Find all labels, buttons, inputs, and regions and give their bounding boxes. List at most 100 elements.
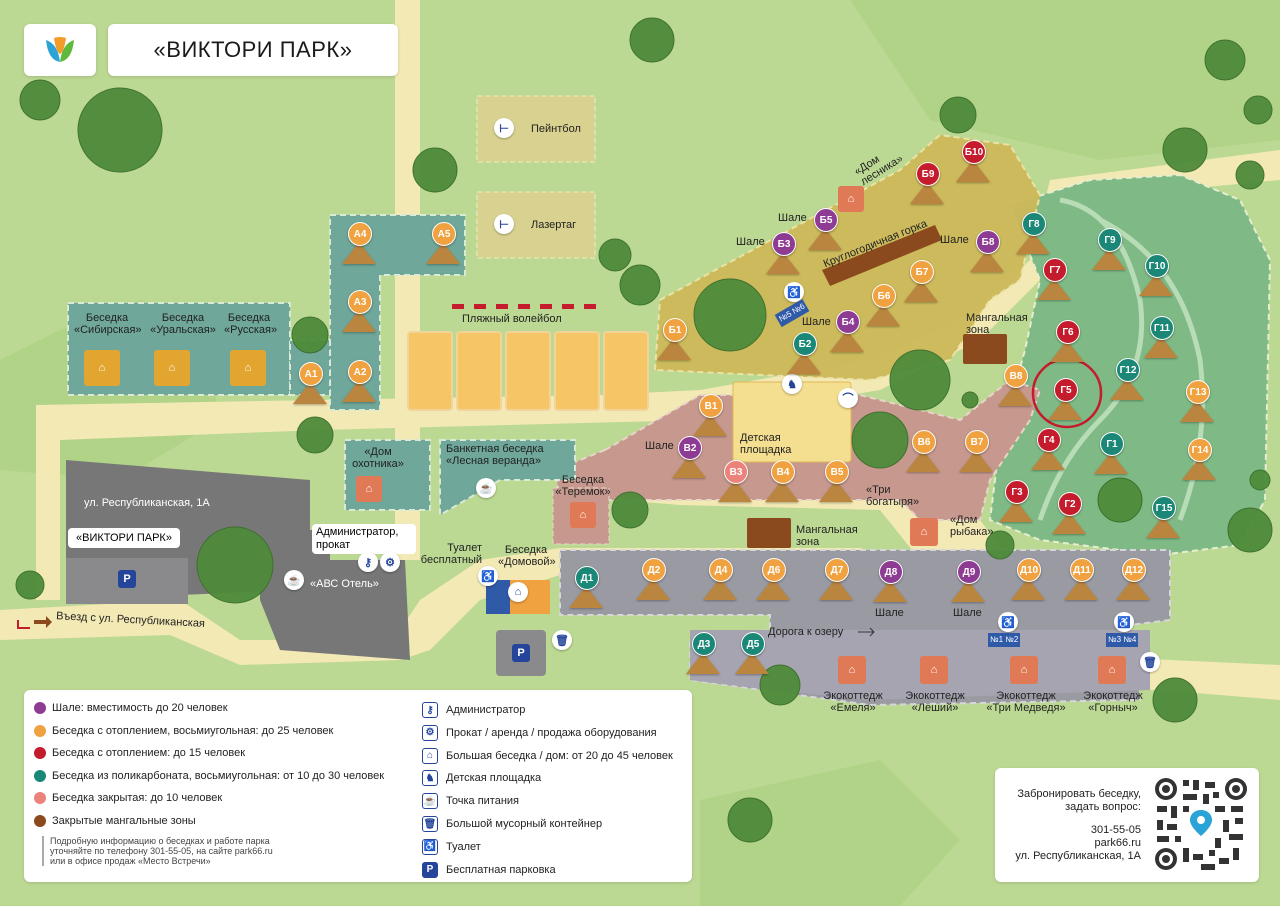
legend-item-label: Большой мусорный контейнер [446,818,603,830]
gazebo-marker-g7[interactable]: Г7 [1043,258,1067,282]
gazebo-marker-b3[interactable]: Б3 [772,232,796,256]
gazebo-marker-b8[interactable]: Б8 [976,230,1000,254]
gazebo-marker-b9[interactable]: Б9 [916,162,940,186]
gazebo-marker-g15[interactable]: Г15 [1152,496,1176,520]
gazebo-marker-b5[interactable]: Б5 [814,208,838,232]
gazebo-marker-g6[interactable]: Г6 [1056,320,1080,344]
gazebo-roof-g5 [1048,398,1082,420]
gazebo-roof-b6 [866,304,900,326]
gazebo-marker-g9[interactable]: Г9 [1098,228,1122,252]
gazebo-marker-v5[interactable]: В5 [825,460,849,484]
label-paintball: Пейнтбол [531,123,581,135]
legend-note-line-3: или в офисе продаж «Место Встречи» [50,856,211,866]
gazebo-marker-v6[interactable]: В6 [912,430,936,454]
gazebo-roof-g3 [999,500,1033,522]
park-logo [24,24,96,76]
gazebo-marker-d4[interactable]: Д4 [709,558,733,582]
contact-site[interactable]: park66.ru [1094,837,1141,849]
gazebo-roof-d4 [703,578,737,600]
legend-dot [34,724,46,737]
key-icon[interactable]: ⚷ [358,552,378,572]
gazebo-roof-g15 [1146,516,1180,538]
gazebo-marker-v3[interactable]: В3 [724,460,748,484]
gazebo-roof-b4 [830,330,864,352]
legend-item: ⚷Администратор [422,702,525,718]
gazebo-marker-d6[interactable]: Д6 [762,558,786,582]
gazebo-marker-v4[interactable]: В4 [771,460,795,484]
gazebo-marker-v8[interactable]: В8 [1004,364,1028,388]
parking-icon[interactable]: P [118,570,136,588]
gazebo-marker-v2[interactable]: В2 [678,436,702,460]
gazebo-roof-b7 [904,280,938,302]
legend-item-label: Беседка из поликарбоната, восьмиугольная… [52,769,385,782]
rocking-horse-icon: ♞ [422,770,438,787]
gazebo-marker-b10[interactable]: Б10 [962,140,986,164]
hotel-cup-icon: ☕ [284,570,304,590]
gazebo-marker-v1[interactable]: В1 [699,394,723,418]
gazebo-marker-d5[interactable]: Д5 [741,632,765,656]
label-admin: Администратор, прокат [312,524,416,554]
gazebo-marker-g12[interactable]: Г12 [1116,358,1140,382]
gazebo-marker-d3[interactable]: Д3 [692,632,716,656]
gazebo-marker-d11[interactable]: Д11 [1070,558,1094,582]
house-teremok-icon: ⌂ [570,502,596,528]
bike-icon[interactable]: ⚙ [380,552,400,572]
qr-code-icon[interactable] [1153,776,1249,872]
gazebo-marker-a3[interactable]: А3 [348,290,372,314]
contact-panel: Забронировать беседку, задать вопрос: 30… [995,768,1259,882]
gazebo-marker-g14[interactable]: Г14 [1188,438,1212,462]
label-sibirskaya: Беседка «Сибирская» [74,312,142,336]
label-mangal-1: Мангальная зона [966,312,1028,336]
gazebo-marker-g13[interactable]: Г13 [1186,380,1210,404]
legend-dot [34,792,46,804]
gazebo-marker-g10[interactable]: Г10 [1145,254,1169,278]
gazebo-marker-a4[interactable]: А4 [348,222,372,246]
gazebo-marker-g11[interactable]: Г11 [1150,316,1174,340]
gazebo-marker-d1[interactable]: Д1 [575,566,599,590]
gazebo-roof-v5 [819,480,853,502]
legend-item-label: Детская площадка [446,772,542,785]
gazebo-marker-d8[interactable]: Д8 [879,560,903,584]
gazebo-marker-d10[interactable]: Д10 [1017,558,1041,582]
legend-dot [34,769,46,782]
bike-icon: ⚙ [422,724,438,741]
gazebo-roof-d2 [636,578,670,600]
legend-item-label: Закрытые мангальные зоны [52,814,196,827]
gazebo-marker-b4[interactable]: Б4 [836,310,860,334]
gazebo-roof-g9 [1092,248,1126,270]
legend-item: Беседка из поликарбоната, восьмиугольная… [34,769,385,782]
gazebo-marker-d12[interactable]: Д12 [1122,558,1146,582]
gazebo-roof-a4 [342,242,376,264]
gazebo-marker-d7[interactable]: Д7 [825,558,849,582]
shale-label-d8: Шале [875,607,904,619]
gazebo-marker-v7[interactable]: В7 [965,430,989,454]
legend-dot [34,814,46,827]
house-domovoy-icon: ⌂ [508,582,528,602]
gazebo-marker-g5[interactable]: Г5 [1054,378,1078,402]
gazebo-marker-g3[interactable]: Г3 [1005,480,1029,504]
gazebo-roof-d11 [1064,578,1098,600]
gazebo-marker-a2[interactable]: А2 [348,360,372,384]
gazebo-marker-a1[interactable]: А1 [299,362,323,386]
gazebo-marker-g8[interactable]: Г8 [1022,212,1046,236]
label-russkaya: Беседка «Русская» [224,312,278,336]
gazebo-marker-d9[interactable]: Д9 [957,560,981,584]
legend-item-label: Туалет [446,840,481,853]
contact-phone[interactable]: 301-55-05 [1090,824,1141,836]
gazebo-marker-g2[interactable]: Г2 [1058,492,1082,516]
gazebo-marker-g1[interactable]: Г1 [1100,432,1124,456]
gazebo-marker-b1[interactable]: Б1 [663,318,687,342]
gazebo-marker-g4[interactable]: Г4 [1037,428,1061,452]
legend-item-label: Прокат / аренда / продажа оборудования [446,726,657,739]
gazebo-marker-b6[interactable]: Б6 [872,284,896,308]
parking-icon-2[interactable]: P [512,644,530,662]
gazebo-roof-d9 [951,580,985,602]
label-tri-bogatyrya: «Три богатыря» [866,484,920,508]
laser-icon: ⊢ [494,214,514,234]
gazebo-marker-a5[interactable]: А5 [432,222,456,246]
gazebo-marker-b7[interactable]: Б7 [910,260,934,284]
label-banket: Банкетная беседка «Лесная веранда» [446,443,544,467]
gazebo-marker-d2[interactable]: Д2 [642,558,666,582]
legend-item-label: Беседка закрытая: до 10 человек [52,792,223,804]
gazebo-marker-b2[interactable]: Б2 [793,332,817,356]
